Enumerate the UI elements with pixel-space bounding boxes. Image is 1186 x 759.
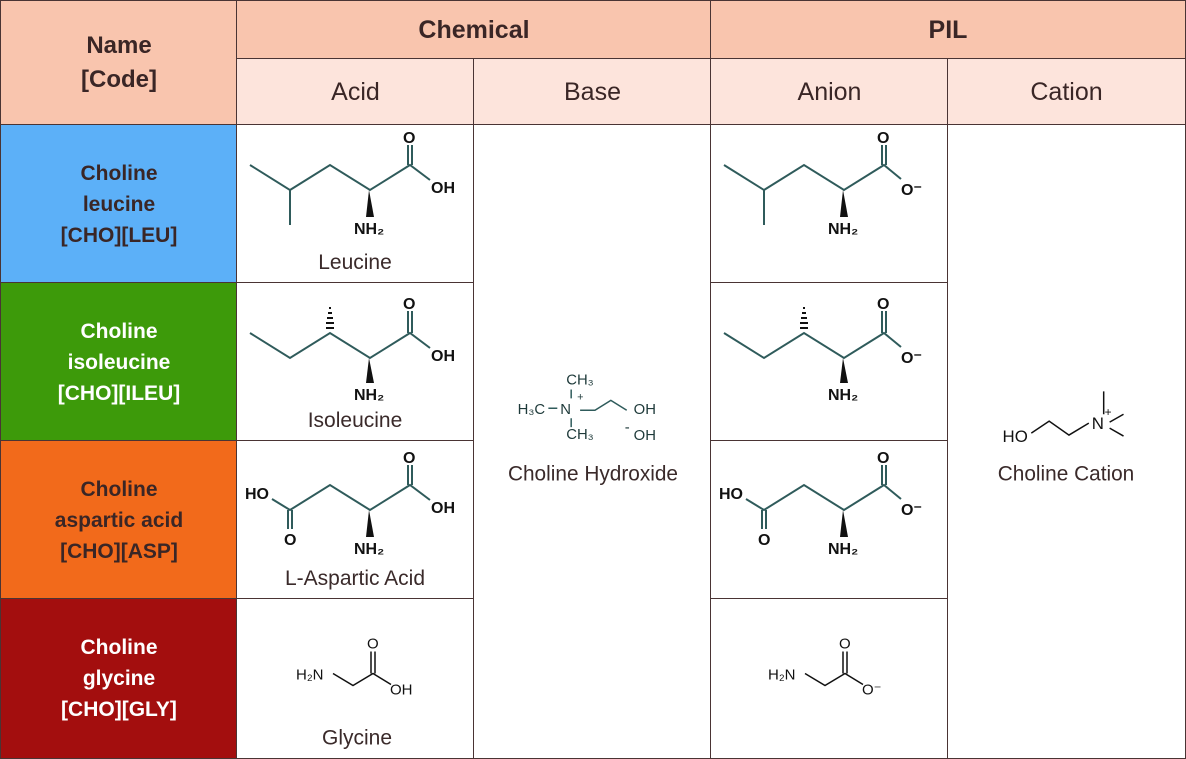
atom-o-minus: O⁻ (901, 502, 922, 519)
atom-ch3: CH₃ (566, 372, 594, 388)
atom-h2n: H₂N (296, 667, 324, 684)
choline-hydroxide-structure: CH₃ H₃C N + OH CH₃ - OH Choline Hydroxid… (508, 372, 678, 486)
header-chemical: Chemical (236, 0, 712, 60)
atom-nh2: NH₂ (354, 221, 384, 238)
acid-isoleucine: O OH NH₂ Isoleucine (236, 282, 475, 442)
anion-leucine: O O⁻ NH₂ (710, 124, 949, 284)
acid-name: Leucine (318, 251, 392, 274)
row-name-leucine: Choline leucine [CHO][LEU] (0, 124, 238, 284)
code-line: [CHO][LEU] (60, 223, 178, 247)
atom-n: N (560, 402, 571, 418)
acid-name: L-Aspartic Acid (285, 567, 425, 590)
charge-plus: + (577, 391, 583, 403)
atom-nh2: NH₂ (828, 387, 858, 404)
atom-oh: OH (634, 402, 656, 418)
name-line: Choline (80, 161, 158, 185)
row-name-aspartic: Choline aspartic acid [CHO][ASP] (0, 440, 238, 600)
charge-plus: + (1105, 405, 1112, 419)
name-line: aspartic acid (54, 508, 184, 532)
code-line: [CHO][ASP] (60, 539, 178, 563)
atom-nh2: NH₂ (354, 387, 384, 404)
header-acid: Acid (236, 58, 475, 126)
anion-glycine: H₂N O O⁻ (710, 598, 949, 759)
atom-ho: HO (1003, 427, 1028, 446)
header-cation: Cation (947, 58, 1186, 126)
acid-leucine: O OH NH₂ Leucine (236, 124, 475, 284)
name-line: isoleucine (67, 350, 171, 374)
acid-glycine: H₂N O OH Glycine (236, 598, 475, 759)
code-line: [CHO][ILEU] (57, 381, 181, 405)
name-line: glycine (82, 667, 156, 690)
code-line: [CHO][GLY] (61, 698, 177, 721)
atom-ch3: CH₃ (566, 427, 594, 443)
header-base: Base (473, 58, 712, 126)
header-pil: PIL (710, 0, 1186, 60)
atom-h3c: H₃C (518, 402, 546, 418)
atom-oh: OH (431, 180, 455, 197)
atom-oh: OH (431, 348, 455, 365)
charge-minus: - (625, 420, 630, 436)
name-line: Choline (80, 477, 158, 501)
anion-aspartic: HO O O O⁻ NH₂ (710, 440, 949, 600)
aspartic-structure: HO O O OH NH₂ L-Aspartic Acid (245, 450, 455, 590)
atom-o-minus: O⁻ (862, 682, 882, 699)
atom-h2n: H₂N (768, 667, 796, 684)
atom-ho: HO (719, 486, 743, 503)
glycine-structure: H₂N O OH Glycine (296, 636, 413, 750)
atom-o: O (877, 450, 889, 467)
name-line: leucine (82, 192, 156, 216)
base-name: Choline Hydroxide (508, 463, 678, 486)
aspartate-structure: HO O O O⁻ NH₂ (719, 450, 922, 558)
anion-isoleucine: O O⁻ NH₂ (710, 282, 949, 442)
leucine-structure: O OH NH₂ Leucine (249, 130, 455, 274)
row-name-glycine: Choline glycine [CHO][GLY] (0, 598, 238, 759)
base-choline-hydroxide: CH₃ H₃C N + OH CH₃ - OH Choline Hydroxid… (473, 124, 712, 759)
atom-nh2: NH₂ (828, 541, 858, 558)
row-name-isoleucine: Choline isoleucine [CHO][ILEU] (0, 282, 238, 442)
isoleucine-structure: O OH NH₂ Isoleucine (249, 296, 455, 432)
header-name: Name (86, 32, 152, 59)
header-name-code: Name [Code] (0, 0, 238, 126)
acid-name: Isoleucine (308, 409, 403, 432)
leucinate-structure: O O⁻ NH₂ (723, 130, 922, 238)
atom-nh2: NH₂ (828, 221, 858, 238)
atom-o: O (403, 296, 415, 313)
atom-o: O (758, 532, 770, 549)
atom-nh2: NH₂ (354, 541, 384, 558)
header-code: [Code] (81, 66, 157, 93)
atom-o: O (877, 296, 889, 313)
atom-o-minus: O⁻ (901, 182, 922, 199)
atom-o: O (403, 450, 415, 467)
atom-o-minus: O⁻ (901, 350, 922, 367)
atom-o: O (877, 130, 889, 147)
isoleucinate-structure: O O⁻ NH₂ (723, 296, 922, 404)
acid-name: Glycine (322, 727, 392, 750)
acid-aspartic: HO O O OH NH₂ L-Aspartic Acid (236, 440, 475, 600)
atom-o: O (367, 636, 379, 653)
choline-cation-structure: HO N + Choline Cation (998, 391, 1135, 486)
header-anion: Anion (710, 58, 949, 126)
atom-oh: OH (431, 500, 455, 517)
glycinate-structure: H₂N O O⁻ (768, 636, 882, 699)
cation-choline: HO N + Choline Cation (947, 124, 1186, 759)
atom-ho: HO (245, 486, 269, 503)
name-line: Choline (80, 636, 158, 659)
atom-n: N (1092, 414, 1104, 433)
atom-o: O (839, 636, 851, 653)
atom-o: O (403, 130, 415, 147)
atom-oh: OH (634, 428, 656, 444)
atom-o: O (284, 532, 296, 549)
atom-oh: OH (390, 682, 413, 699)
name-line: Choline (80, 319, 158, 343)
cation-name: Choline Cation (998, 463, 1135, 486)
